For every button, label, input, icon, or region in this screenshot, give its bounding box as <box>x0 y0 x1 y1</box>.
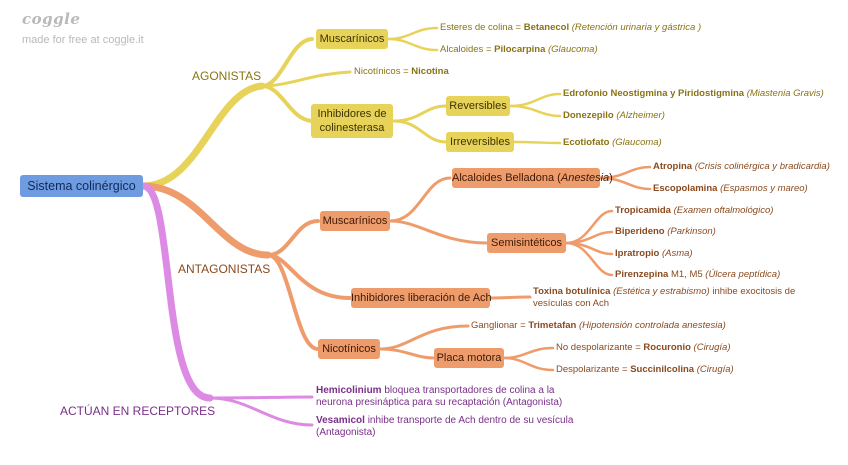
leaf-ecotiofato[interactable]: Ecotiofato (Glaucoma) <box>563 137 662 148</box>
leaf-toxina-botulinica[interactable]: Toxina botulínica (Estética y estrabismo… <box>533 286 796 309</box>
node-irreversibles[interactable]: Irreversibles <box>446 132 514 152</box>
leaf-edrofonio[interactable]: Edrofonio Neostigmina y Piridostigmina (… <box>563 88 824 99</box>
leaf-rocuronio[interactable]: No despolarizante = Rocuronio (Cirugía) <box>556 342 731 353</box>
leaf-ipratropio[interactable]: Ipratropio (Asma) <box>615 248 693 259</box>
branch-receptores[interactable]: ACTÚAN EN RECEPTORES <box>60 404 216 418</box>
node-reversibles[interactable]: Reversibles <box>446 96 510 116</box>
node-antagonistas-nicotinicos[interactable]: Nicotínicos <box>318 339 380 359</box>
leaf-vesamicol[interactable]: Vesamicol inhibe transporte de Ach dentr… <box>316 415 574 438</box>
node-semisinteticos[interactable]: Semisintéticos <box>487 233 566 253</box>
leaf-hemicolinium[interactable]: Hemicolinium bloquea transportadores de … <box>316 385 563 408</box>
leaf-nicotina[interactable]: Nicotínicos = Nicotina <box>354 66 449 77</box>
node-inhibidores-colinesterasa[interactable]: Inhibidores de colinesterasa <box>311 104 393 138</box>
coggle-logo: coggle <box>22 10 81 28</box>
leaf-tropicamida[interactable]: Tropicamida (Examen oftalmológico) <box>615 205 774 216</box>
root-node[interactable]: Sistema colinérgico <box>20 175 143 197</box>
leaf-pilocarpina[interactable]: Alcaloides = Pilocarpina (Glaucoma) <box>440 44 598 55</box>
node-alcaloides-belladona[interactable]: Alcaloides Belladona (Anestesia) <box>452 168 613 188</box>
node-agonistas-muscarinicos[interactable]: Muscarínicos <box>316 29 388 49</box>
coggle-tagline: made for free at coggle.it <box>22 34 144 46</box>
branch-agonistas[interactable]: AGONISTAS <box>192 69 262 83</box>
node-inhibidores-liberacion[interactable]: Inhibidores liberación de Ach <box>351 288 492 308</box>
leaf-atropina[interactable]: Atropina (Crisis colinérgica y bradicard… <box>653 161 830 172</box>
leaf-escopolamina[interactable]: Escopolamina (Espasmos y mareo) <box>653 183 808 194</box>
node-placa-motora[interactable]: Placa motora <box>434 348 504 368</box>
leaf-biperideno[interactable]: Biperideno (Parkinson) <box>615 226 716 237</box>
leaf-pirenzepina[interactable]: Pirenzepina M1, M5 (Úlcera peptídica) <box>615 269 781 280</box>
leaf-donezepilo[interactable]: Donezepilo (Alzheimer) <box>563 110 665 121</box>
branch-antagonistas[interactable]: ANTAGONISTAS <box>178 262 271 276</box>
leaf-trimetafan[interactable]: Ganglionar = Trimetafan (Hipotensión con… <box>471 320 726 331</box>
node-antagonistas-muscarinicos[interactable]: Muscarínicos <box>320 211 390 231</box>
leaf-succinilcolina[interactable]: Despolarizante = Succinilcolina (Cirugía… <box>556 364 734 375</box>
leaf-betanecol[interactable]: Esteres de colina = Betanecol (Retención… <box>440 22 702 33</box>
